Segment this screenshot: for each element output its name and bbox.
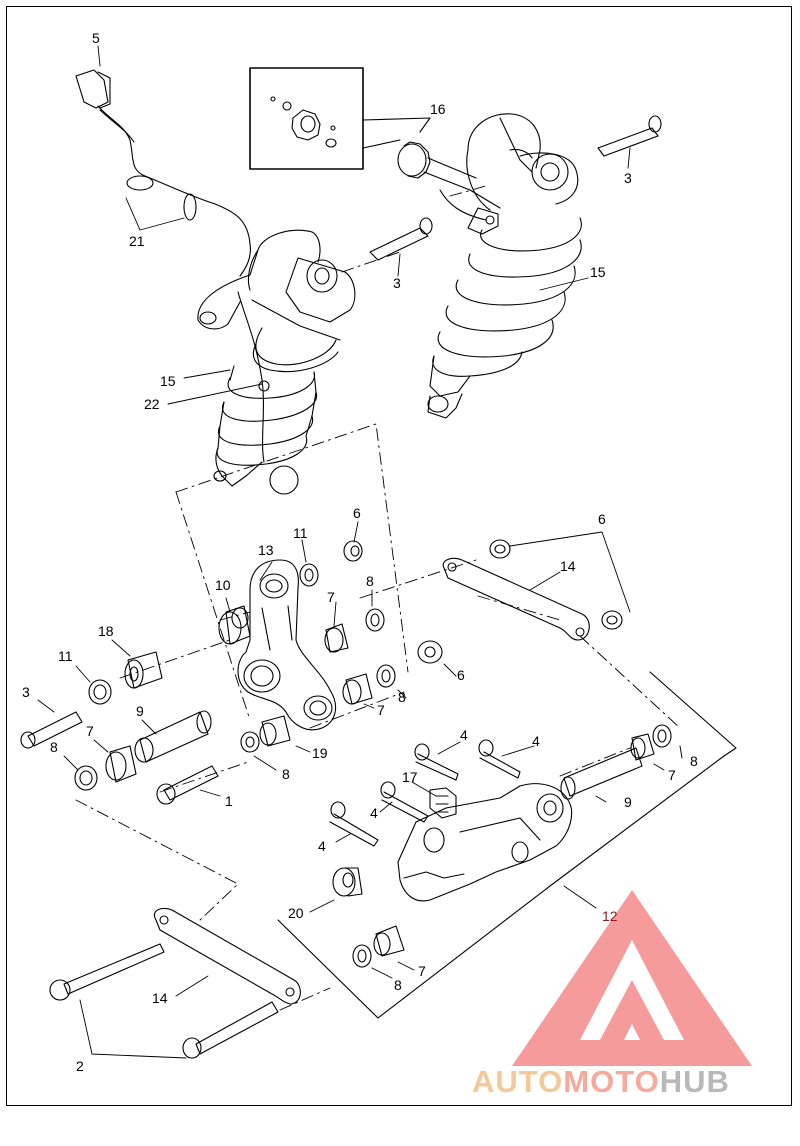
callout-19: 19 [312, 745, 328, 761]
bushings-washers [74, 539, 672, 968]
callout-6-upper: 6 [353, 505, 361, 521]
callout-10: 10 [215, 577, 231, 593]
callout-2: 2 [76, 1058, 84, 1074]
callout-7-bottom: 7 [418, 963, 426, 979]
callout-1: 1 [225, 793, 233, 809]
assembly-outline-12 [277, 671, 737, 1019]
watermark-part-moto: MOTO [563, 1064, 660, 1099]
rear-shock-right [397, 113, 582, 419]
callout-11-lower: 11 [58, 648, 73, 664]
callout-7-far-right: 7 [668, 767, 676, 783]
callout-20: 20 [288, 905, 304, 921]
callout-8-right-of-rocker: 8 [398, 689, 406, 705]
rear-shock-left [197, 229, 356, 487]
callout-4-lower: 4 [318, 838, 326, 854]
callout-6-lower: 6 [457, 667, 465, 683]
callout-14-upper: 14 [560, 558, 576, 574]
callout-4-mid: 4 [370, 805, 378, 821]
upper-bolts [369, 115, 662, 261]
callout-8-left: 8 [50, 739, 58, 755]
callout-8-lower-mid: 8 [282, 766, 290, 782]
callout-15-right: 15 [590, 264, 606, 280]
tie-rods [154, 557, 590, 1005]
callout-16: 16 [430, 101, 446, 117]
leader-lines [37, 45, 683, 1059]
callout-18: 18 [98, 623, 114, 639]
rocker-arm [237, 559, 337, 731]
inset-detail-16 [249, 67, 364, 170]
watermark-part-hub: HUB [659, 1064, 730, 1099]
watermark-logo-mark [512, 890, 752, 1066]
callout-7-left: 7 [86, 723, 94, 739]
callout-8-bottom: 8 [394, 977, 402, 993]
callout-21: 21 [129, 233, 145, 249]
callout-9-right: 9 [624, 794, 632, 810]
diagram-frame [6, 6, 792, 1106]
callout-4-upper-left: 4 [460, 727, 468, 743]
callout-11-upper: 11 [293, 525, 308, 541]
callout-22: 22 [144, 396, 160, 412]
callout-7-mid: 7 [327, 589, 335, 605]
callout-3-upper-left: 3 [393, 275, 401, 291]
callout-12: 12 [602, 908, 618, 924]
callout-13: 13 [258, 542, 274, 558]
assembly-dash-lines [75, 185, 681, 1011]
callout-9-left: 9 [136, 703, 144, 719]
watermark-part-auto: AUTO [472, 1064, 564, 1099]
callout-3-lower: 3 [22, 684, 30, 700]
linkage-assembly [397, 783, 573, 902]
callout-3-upper-right: 3 [624, 170, 632, 186]
callout-7-right-of-rocker: 7 [377, 702, 385, 718]
callout-14-lower: 14 [152, 990, 168, 1006]
callout-8-far-right: 8 [690, 753, 698, 769]
callout-5: 5 [92, 30, 100, 46]
callout-4-upper-right: 4 [532, 733, 540, 749]
callout-8-mid: 8 [366, 573, 374, 589]
sensor-harness [75, 69, 299, 495]
callout-17: 17 [402, 769, 418, 785]
watermark-wordmark: AUTOMOTOHUB [472, 1066, 730, 1097]
callout-6-right: 6 [598, 511, 606, 527]
callout-15-left: 15 [160, 373, 176, 389]
lower-bolts [20, 711, 521, 1059]
